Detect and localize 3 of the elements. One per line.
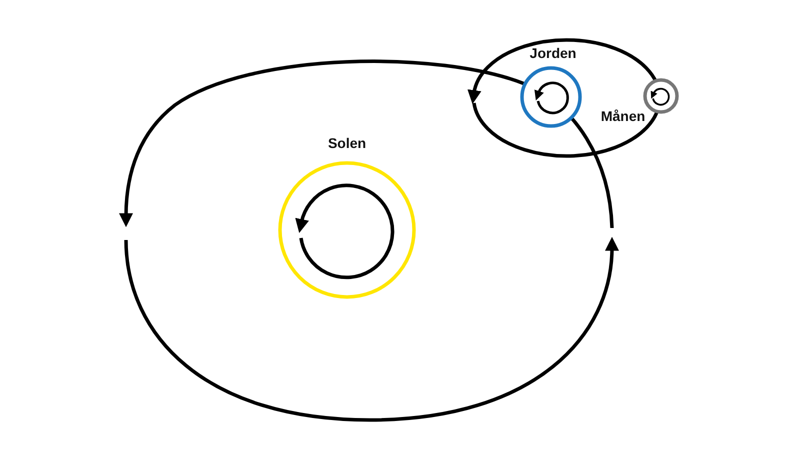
body-label: Jorden — [530, 45, 576, 61]
body-label: Månen — [600, 108, 646, 124]
body-label: Solen — [328, 135, 366, 151]
